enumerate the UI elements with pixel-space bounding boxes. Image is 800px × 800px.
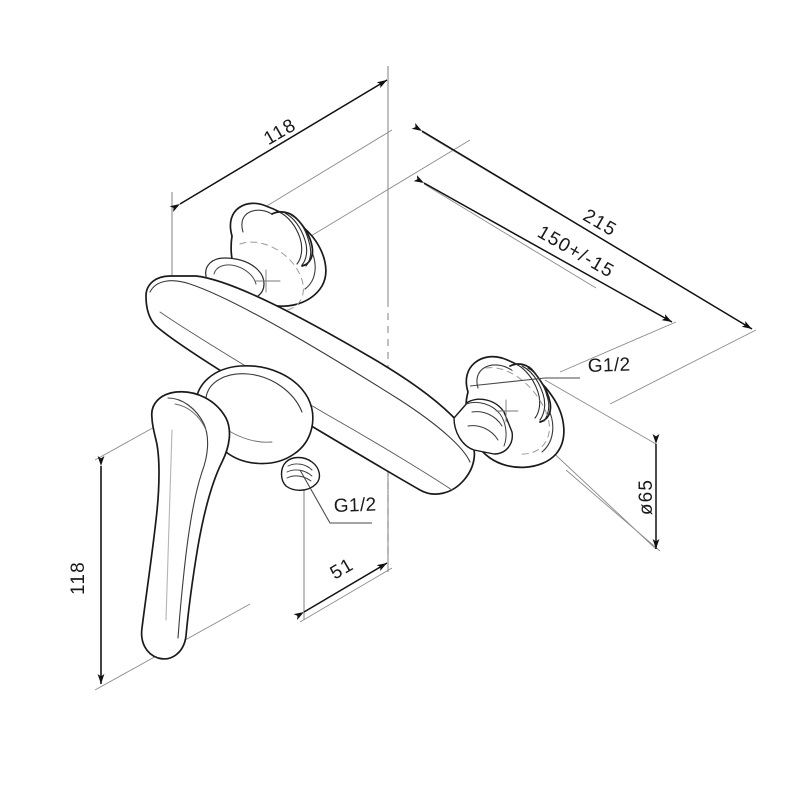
leader-thread-outlet bbox=[299, 469, 372, 524]
callout-label-thread-upper: G1/2 bbox=[587, 355, 631, 377]
dimension-label-escutcheon-diameter: ø65 bbox=[636, 479, 657, 515]
hex-nut-flats bbox=[465, 401, 507, 447]
dimension-line-inlet-centres bbox=[413, 175, 673, 323]
upper-centre-mark bbox=[255, 269, 281, 293]
dimension-label-outlet-offset: 51 bbox=[327, 554, 358, 584]
mixer-body-top-fold bbox=[149, 280, 471, 463]
mixer-body-highlight bbox=[159, 311, 453, 491]
bottom-outlet-flange bbox=[280, 456, 321, 491]
dimension-line-depth-top bbox=[169, 79, 388, 213]
lever-handle bbox=[140, 390, 231, 660]
lower-hidden-outline bbox=[485, 367, 550, 455]
upper-hidden-outline bbox=[239, 241, 304, 312]
mixer-body bbox=[145, 275, 476, 495]
callout-labels: G1/2 G1/2 bbox=[333, 355, 631, 517]
shower-mixer-body bbox=[140, 202, 565, 660]
upper-eccentric-connector bbox=[205, 202, 327, 312]
callout-leaders bbox=[299, 377, 580, 524]
lever-handle-fold bbox=[167, 397, 209, 639]
upper-hub-highlight bbox=[213, 264, 257, 285]
dimension-lines bbox=[97, 79, 753, 684]
lever-handle-centreline bbox=[165, 429, 173, 621]
mixer-body-shell bbox=[145, 275, 476, 495]
upper-thread-grooves bbox=[278, 211, 312, 267]
lower-eccentric-connector bbox=[453, 355, 565, 469]
dimension-line-outlet-offset bbox=[293, 562, 388, 621]
dimension-label-body-height: 118 bbox=[68, 561, 89, 595]
lever-handle-highlight bbox=[174, 403, 207, 431]
dimension-label-overall-width: 215 bbox=[579, 205, 620, 241]
leader-thread-upper bbox=[469, 377, 580, 387]
lever-handle-shell bbox=[140, 390, 231, 660]
bottom-outlet bbox=[280, 456, 321, 491]
cartridge-collar-ring bbox=[205, 373, 303, 413]
dimension-line-overall-width bbox=[411, 122, 753, 330]
callout-label-thread-outlet: G1/2 bbox=[333, 495, 377, 517]
lower-centre-mark bbox=[495, 399, 519, 423]
